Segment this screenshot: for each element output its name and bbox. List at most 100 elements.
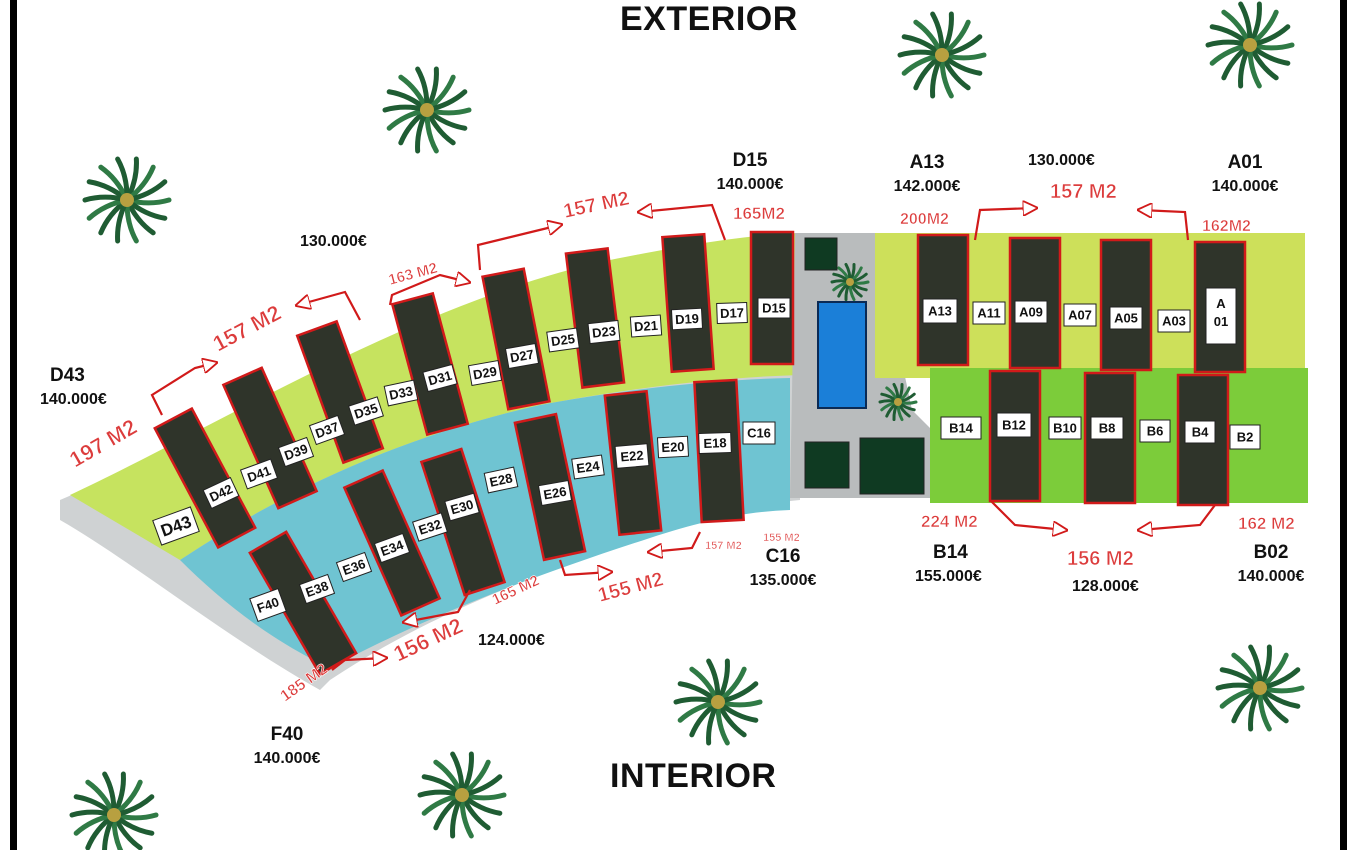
unit-label-e20: E20 [656, 435, 690, 459]
area-arrow-8 [650, 531, 701, 552]
area-label-a156_right: 156 M2 [1067, 548, 1134, 570]
unit-label-text-e32: E32 [417, 516, 444, 537]
callout-b02-code: B02 [1253, 542, 1289, 563]
callout-a13-price: 142.000€ [893, 177, 961, 195]
unit-label-text-d35: D35 [352, 400, 379, 422]
unit-label-f40: F40 [249, 587, 287, 623]
right-border [1340, 0, 1347, 850]
unit-label-text-d27: D27 [509, 347, 535, 366]
unit-label-text-b8: B8 [1099, 421, 1116, 436]
area-arrow-6 [973, 208, 1035, 241]
area-label-a155_small: 155 M2 [763, 532, 800, 544]
area-arrow-5 [640, 205, 727, 241]
unit-label-b14: B14 [940, 416, 982, 440]
unit-label-e26: E26 [537, 479, 573, 507]
unit-label-a03: A03 [1157, 309, 1191, 333]
palm-tree-icon [1215, 644, 1305, 732]
unit-label-text-b2: B2 [1237, 430, 1254, 445]
unit-label-text-d25: D25 [550, 331, 576, 349]
palm-tree-icon [830, 262, 870, 302]
unit-label-text-d15: D15 [762, 301, 786, 316]
unit-label-d37: D37 [308, 414, 346, 446]
area-label-a197: 197 M2 [65, 414, 141, 472]
callout-b02-price: 140.000€ [1237, 567, 1305, 585]
heading-interior: INTERIOR [610, 757, 777, 795]
callout-d15-price: 140.000€ [716, 175, 784, 193]
pool-tank-left [804, 441, 850, 489]
unit-label-e36: E36 [335, 551, 373, 583]
callout-b14-price: 155.000€ [915, 567, 982, 585]
unit-label-text-e22: E22 [620, 448, 644, 465]
unit-label-e28: E28 [483, 466, 519, 494]
callout-b14: B14 155.000€ [915, 540, 1015, 587]
area-label-a200: 200M2 [900, 211, 949, 228]
area-label-a162_bot: 162 M2 [1238, 514, 1295, 533]
unit-label-text-e28: E28 [488, 470, 514, 489]
unit-block-d39 [221, 366, 319, 510]
unit-label-text-a03: A03 [1162, 314, 1186, 329]
area-arrow-7 [1140, 210, 1190, 241]
unit-block-a05 [1099, 238, 1153, 372]
unit-label-text-a09: A09 [1019, 305, 1043, 320]
unit-label-d42: D42 [202, 476, 240, 510]
unit-label-text-e38: E38 [304, 578, 331, 600]
unit-label-d43: D43 [152, 506, 200, 546]
unit-label-d41: D41 [239, 458, 279, 490]
unit-label-d33: D33 [383, 379, 419, 407]
unit-label-d15: D15 [757, 297, 791, 319]
area-label-a157_small: 157 M2 [705, 540, 742, 552]
unit-label-b2: B2 [1229, 424, 1261, 450]
callout-a13-code: A13 [909, 152, 945, 173]
area-label-a157_right: 157 M2 [1050, 181, 1117, 203]
area-arrow-3 [388, 275, 468, 306]
unit-label-text-d33: D33 [388, 383, 414, 403]
unit-label-text-a13: A13 [928, 304, 952, 319]
callout-a01-price: 140.000€ [1211, 177, 1279, 195]
unit-label-a01: A01 [1205, 287, 1237, 345]
callout-c16: C16 135.000€ [738, 544, 828, 591]
area-arrow-12 [989, 499, 1065, 530]
unit-block-d27 [481, 267, 551, 411]
callout-a13: A13 142.000€ [882, 150, 972, 197]
callout-c16-price: 135.000€ [749, 571, 817, 589]
unit-label-text-d29: D29 [472, 364, 498, 383]
callout-d43-code: D43 [50, 365, 85, 386]
unit-label-text-d17: D17 [720, 305, 744, 321]
unit-block-d43 [153, 406, 257, 550]
area-label-a157_mid: 157 M2 [561, 187, 631, 222]
unit-label-text-a01-line2: 01 [1214, 314, 1228, 329]
unit-label-text-b10: B10 [1053, 421, 1077, 436]
unit-label-d21: D21 [629, 314, 663, 338]
unit-label-text-b14: B14 [949, 421, 974, 436]
unit-label-text-e36: E36 [341, 556, 368, 578]
callout-c16-code: C16 [765, 546, 801, 567]
callout-d43-price: 140.000€ [40, 390, 107, 408]
callout-d43: D43 140.000€ [40, 363, 135, 410]
unit-label-text-a05: A05 [1114, 311, 1138, 326]
area-arrow-13 [1140, 504, 1216, 530]
unit-label-text-e30: E30 [449, 497, 475, 518]
unit-label-text-e18: E18 [703, 435, 727, 451]
unit-block-d23 [564, 247, 626, 389]
unit-label-d39: D39 [277, 436, 315, 468]
unit-label-d35: D35 [348, 396, 384, 426]
palm-tree-icon [417, 751, 507, 839]
unit-label-text-e24: E24 [576, 458, 602, 476]
callout-d15-code: D15 [732, 150, 768, 171]
callout-f40-code: F40 [270, 724, 304, 745]
pool-tank-top [804, 237, 838, 271]
pool-water [817, 301, 867, 409]
unit-label-d19: D19 [670, 307, 704, 331]
area-label-a165_top: 165M2 [733, 204, 785, 223]
unit-label-a11: A11 [972, 301, 1006, 325]
unit-label-text-f40: F40 [255, 594, 281, 616]
unit-label-a05: A05 [1109, 306, 1143, 330]
palm-tree-icon [382, 66, 472, 154]
unit-label-b6: B6 [1139, 419, 1171, 443]
pool-tank-right [859, 437, 925, 495]
unit-label-d31: D31 [422, 363, 458, 393]
area-label-a163: 163 M2 [387, 259, 440, 288]
unit-label-text-d31: D31 [427, 368, 454, 389]
